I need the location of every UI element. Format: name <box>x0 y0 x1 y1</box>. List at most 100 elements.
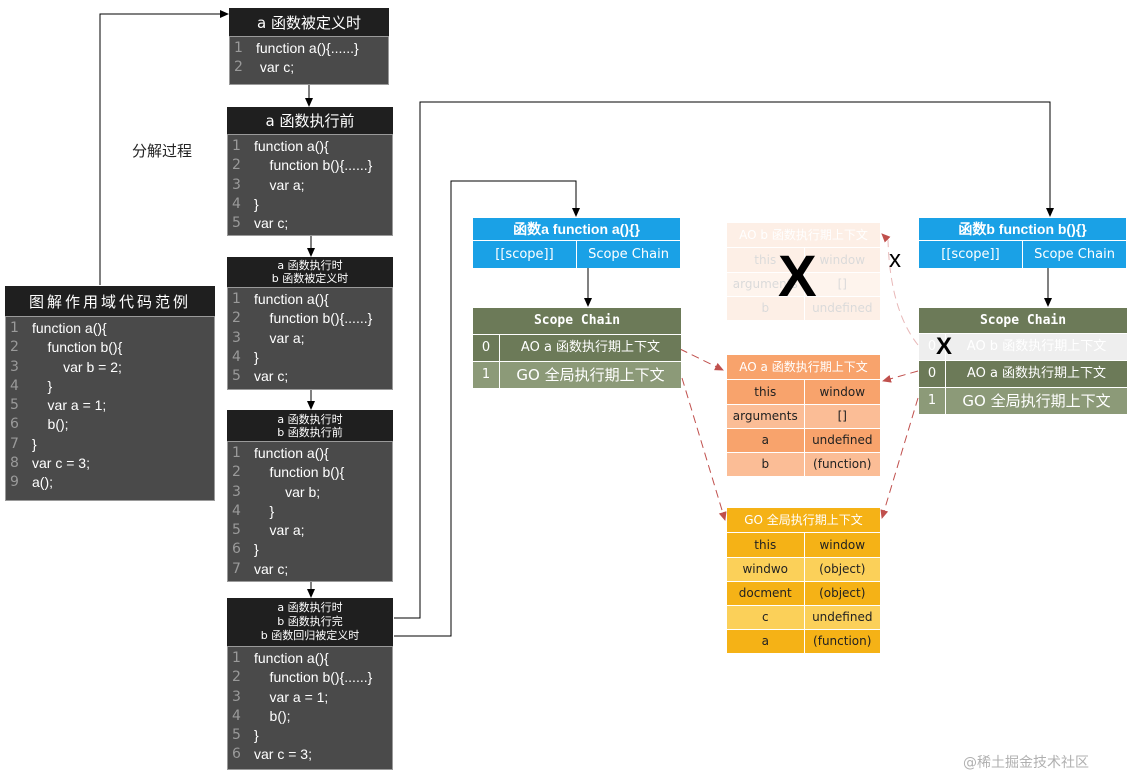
code-text: function b(){......} <box>254 310 373 327</box>
step5-header: a 函数执行时 b 函数执行完 b 函数回归被定义时 <box>227 598 393 646</box>
step1-header-line: a 函数被定义时 <box>257 13 361 32</box>
code-text: var a = 1; <box>254 688 329 705</box>
code-text: function a(){ <box>32 320 107 336</box>
scope-index: 0 <box>919 334 946 360</box>
func-b-box: 函数b function b(){} [[scope]] Scope Chain <box>919 218 1126 268</box>
line-number: 1 <box>232 291 241 307</box>
scope-chain-b-row-removed: 0 AO b 函数执行期上下文 <box>919 334 1127 361</box>
code-text: var a; <box>254 522 305 539</box>
line-number: 2 <box>232 464 241 481</box>
step3-header-line: a 函数执行时 <box>277 259 343 272</box>
code-text: var c; <box>256 59 295 76</box>
code-text: } <box>254 541 259 558</box>
line-number: 2 <box>10 339 19 356</box>
code-text: var c = 3; <box>254 746 312 763</box>
step5-header-line: b 函数执行完 <box>277 615 343 628</box>
broken-link-mark-icon: x <box>889 246 901 273</box>
func-a-scope-cell: [[scope]] <box>473 241 577 268</box>
code-line: 2 function b(){......} <box>228 309 392 328</box>
line-number: 2 <box>232 310 241 327</box>
line-number: 4 <box>10 377 19 394</box>
code-line: 3 var b; <box>228 483 392 502</box>
code-text: var c; <box>254 560 289 577</box>
line-number: 5 <box>10 397 19 414</box>
arrow-main-to-step1 <box>99 10 229 285</box>
code-text: } <box>254 348 259 365</box>
step2-header: a 函数执行前 <box>227 107 393 134</box>
step1-header: a 函数被定义时 <box>229 8 389 36</box>
func-b-scope-cell: [[scope]] <box>919 241 1023 268</box>
scope-entry: AO a 函数执行期上下文 <box>520 340 661 355</box>
code-text: a(); <box>32 474 53 491</box>
code-line: 2 function b(){......} <box>228 156 392 175</box>
ao-b-ghost-title: AO b 函数执行期上下文 <box>727 223 880 248</box>
line-number: 9 <box>10 474 19 491</box>
code-text: function b(){ <box>32 339 123 356</box>
line-number: 7 <box>232 560 241 577</box>
code-text: var b = 2; <box>32 358 122 375</box>
code-line: 9 a(); <box>6 473 214 492</box>
ao-value: window <box>804 380 880 405</box>
ao-key: b <box>727 452 805 476</box>
line-number: 2 <box>232 669 241 686</box>
line-number: 8 <box>10 455 19 472</box>
step2-header-line: a 函数执行前 <box>265 112 355 130</box>
code-text: var a; <box>254 176 305 193</box>
go-key: this <box>727 533 805 558</box>
line-number: 2 <box>234 59 243 76</box>
code-line: 5} <box>228 726 392 745</box>
step4-header: a 函数执行时 b 函数执行前 <box>227 410 393 441</box>
main-title-text: 图解作用域代码范例 <box>28 292 191 311</box>
func-a-row: [[scope]] Scope Chain <box>473 241 680 268</box>
step5-header-line: a 函数执行时 <box>277 601 343 614</box>
scope-chain-a-title: Scope Chain <box>473 308 681 335</box>
step5-header-line: b 函数回归被定义时 <box>260 629 360 642</box>
link-a-ao <box>679 348 724 371</box>
code-text: b(); <box>32 416 69 433</box>
code-line: 4 } <box>6 377 214 396</box>
code-line: 5 var a = 1; <box>6 396 214 415</box>
line-number: 3 <box>232 329 241 346</box>
go-row: docment(object) <box>727 581 880 606</box>
link-b-go <box>880 397 919 519</box>
line-number: 3 <box>232 483 241 500</box>
line-number: 6 <box>232 541 241 558</box>
link-b-ghost <box>881 233 919 346</box>
ao-b-ghost-row: arguments[] <box>727 272 880 297</box>
scope-index: 0 <box>473 335 500 361</box>
arrow-step5-func-b <box>394 101 1054 619</box>
line-number: 4 <box>232 707 241 724</box>
code-line: 2 function b(){ <box>6 338 214 357</box>
code-text: } <box>32 377 53 394</box>
destroyed-mark-icon: X <box>778 244 817 309</box>
code-text: function a(){ <box>254 138 329 154</box>
scope-entry: GO 全局执行期上下文 <box>516 366 665 384</box>
code-text: function a(){ <box>254 291 329 307</box>
line-number: 4 <box>232 502 241 519</box>
ao-a-title: AO a 函数执行期上下文 <box>727 355 880 380</box>
step3-header: a 函数执行时 b 函数被定义时 <box>227 257 393 287</box>
func-b-title: 函数b function b(){} <box>919 218 1126 241</box>
go-title: GO 全局执行期上下文 <box>727 508 880 533</box>
code-line: 3 var a = 1; <box>228 688 392 707</box>
code-line: 3 var a; <box>228 329 392 348</box>
line-number: 4 <box>232 348 241 365</box>
line-number: 2 <box>232 157 241 174</box>
